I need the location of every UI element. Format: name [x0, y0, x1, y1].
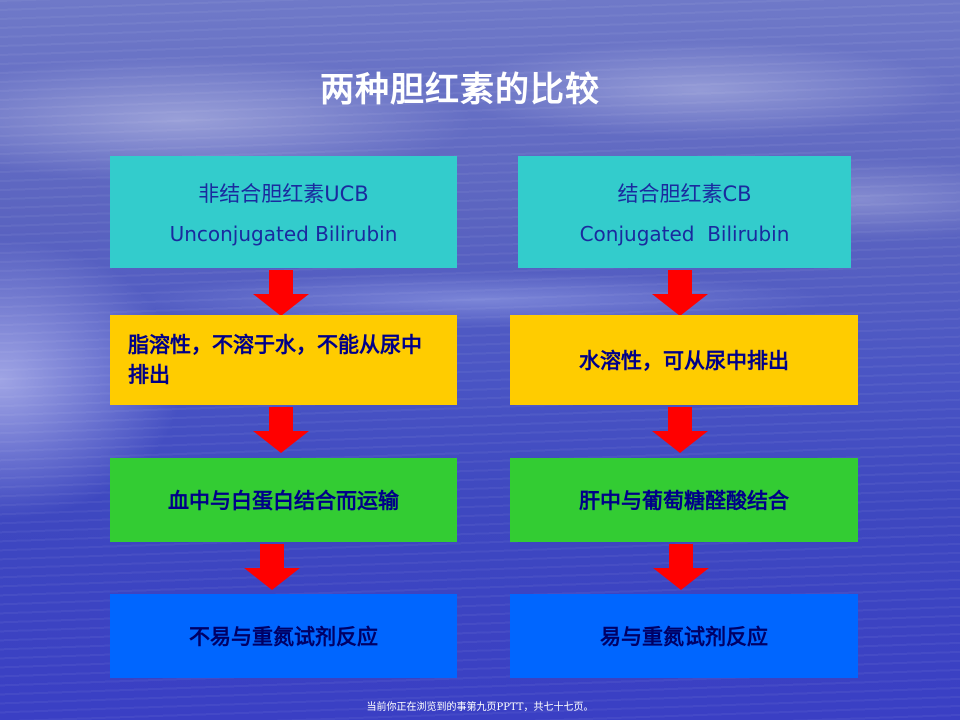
ucb-solubility-text: 脂溶性，不溶于水，不能从尿中排出 — [128, 333, 422, 387]
page-title: 两种胆红素的比较 — [320, 70, 600, 110]
ucb-reaction-text: 不易与重氮试剂反应 — [189, 625, 378, 649]
cb-transport-text: 肝中与葡萄糖醛酸结合 — [579, 489, 789, 513]
cb-header-box: 结合胆红素CB Conjugated Bilirubin — [518, 156, 851, 268]
ucb-reaction-box: 不易与重氮试剂反应 — [110, 594, 457, 678]
ucb-header-en: Unconjugated Bilirubin — [169, 222, 398, 246]
down-arrow-icon — [244, 544, 300, 590]
down-arrow-icon — [652, 407, 708, 453]
cb-solubility-box: 水溶性，可从尿中排出 — [510, 315, 858, 405]
ucb-solubility-box: 脂溶性，不溶于水，不能从尿中排出 — [110, 315, 457, 405]
ucb-header-box: 非结合胆红素UCB Unconjugated Bilirubin — [110, 156, 457, 268]
cb-transport-box: 肝中与葡萄糖醛酸结合 — [510, 458, 858, 542]
cb-header-cn: 结合胆红素CB — [617, 182, 752, 206]
ucb-transport-box: 血中与白蛋白结合而运输 — [110, 458, 457, 542]
cb-reaction-text: 易与重氮试剂反应 — [600, 625, 768, 649]
down-arrow-icon — [253, 407, 309, 453]
down-arrow-icon — [653, 544, 709, 590]
cb-header-en: Conjugated Bilirubin — [579, 222, 790, 246]
down-arrow-icon — [253, 270, 309, 316]
cb-solubility-text: 水溶性，可从尿中排出 — [579, 349, 789, 373]
footer-note: 当前你正在浏览到的事第九页PPTT，共七十七页。 — [366, 702, 594, 713]
ucb-header-cn: 非结合胆红素UCB — [198, 182, 369, 206]
ucb-transport-text: 血中与白蛋白结合而运输 — [168, 489, 399, 513]
cb-reaction-box: 易与重氮试剂反应 — [510, 594, 858, 678]
down-arrow-icon — [652, 270, 708, 316]
